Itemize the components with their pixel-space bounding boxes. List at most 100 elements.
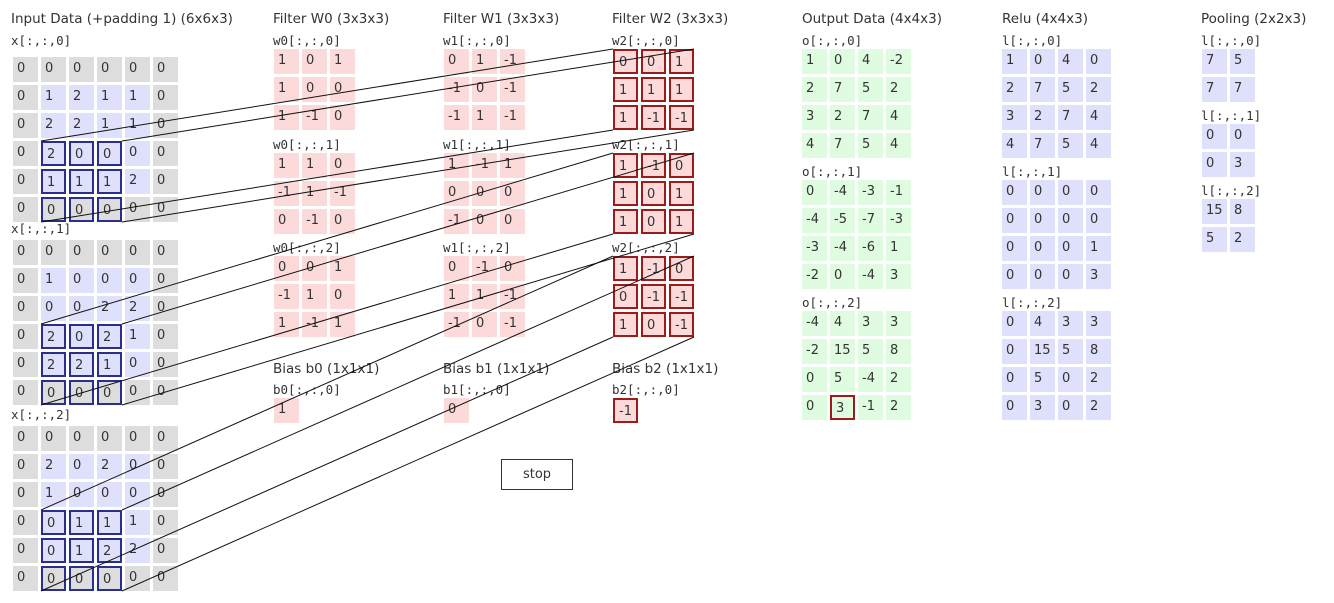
- input-cell: 0: [13, 482, 38, 507]
- relu-cell: 0: [1002, 367, 1027, 392]
- filter-cell: 1: [444, 284, 469, 309]
- filter-cell: 0: [330, 77, 355, 102]
- pooling-slice-label: l[:,:,1]: [1201, 108, 1262, 123]
- input-cell: 1: [69, 169, 94, 194]
- relu-cell: 0: [1058, 208, 1083, 233]
- input-cell: 0: [13, 85, 38, 110]
- filter-cell: 0: [669, 256, 694, 281]
- relu-cell: 0: [1002, 311, 1027, 336]
- relu-slice-label: l[:,:,2]: [1002, 295, 1063, 310]
- filter-cell: -1: [641, 284, 666, 309]
- input-cell: 1: [97, 113, 122, 138]
- connection-line: [121, 48, 695, 142]
- pooling-cell: 5: [1230, 49, 1255, 74]
- stop-button[interactable]: stop: [501, 459, 573, 490]
- relu-cell: 5: [1058, 339, 1083, 364]
- input-cell: 0: [41, 296, 66, 321]
- input-cell: 0: [153, 352, 178, 377]
- filter-cell: 1: [274, 105, 299, 130]
- input-cell: 0: [125, 566, 150, 591]
- pooling-cell: 15: [1202, 199, 1227, 224]
- relu-cell: 0: [1030, 236, 1055, 261]
- input-cell: 0: [153, 296, 178, 321]
- output-cell: 7: [858, 105, 883, 130]
- output-cell: 2: [886, 77, 911, 102]
- filter-cell: -1: [669, 105, 694, 130]
- relu-cell: 2: [1086, 77, 1111, 102]
- input-cell: 1: [97, 352, 122, 377]
- input-cell: 2: [41, 352, 66, 377]
- input-cell: 0: [97, 426, 122, 451]
- input-cell: 0: [153, 510, 178, 535]
- input-cell: 0: [125, 380, 150, 405]
- input-cell: 0: [97, 57, 122, 82]
- filter-cell: 0: [500, 256, 525, 281]
- input-cell: 0: [41, 380, 66, 405]
- pooling-cell: 5: [1202, 227, 1227, 252]
- filter-cell: 0: [641, 312, 666, 337]
- input-cell: 0: [97, 566, 122, 591]
- input-cell: 0: [97, 197, 122, 222]
- relu-cell: 1: [1002, 49, 1027, 74]
- filter-cell: 0: [669, 153, 694, 178]
- input-cell: 2: [125, 169, 150, 194]
- output-cell: 4: [858, 49, 883, 74]
- input-cell: 2: [69, 352, 94, 377]
- relu-cell: 2: [1086, 367, 1111, 392]
- filter-cell: -1: [641, 105, 666, 130]
- input-cell: 1: [125, 510, 150, 535]
- relu-cell: 3: [1002, 105, 1027, 130]
- output-cell: 3: [858, 311, 883, 336]
- input-cell: 0: [69, 57, 94, 82]
- input-cell: 2: [69, 113, 94, 138]
- filter-cell: -1: [444, 209, 469, 234]
- output-cell: -2: [802, 264, 827, 289]
- input-cell: 2: [97, 454, 122, 479]
- output-cell: -1: [858, 395, 883, 420]
- filter-title: Filter W2 (3x3x3): [612, 11, 729, 27]
- input-cell: 0: [125, 197, 150, 222]
- filter-cell: -1: [444, 77, 469, 102]
- input-cell: 0: [69, 240, 94, 265]
- output-slice-label: o[:,:,2]: [802, 295, 863, 310]
- input-cell: 0: [41, 197, 66, 222]
- output-cell: 0: [802, 367, 827, 392]
- filter-cell: -1: [641, 153, 666, 178]
- bias-label: b1[:,:,0]: [443, 382, 511, 397]
- input-cell: 0: [13, 57, 38, 82]
- filter-cell: 0: [641, 181, 666, 206]
- relu-cell: 2: [1002, 77, 1027, 102]
- pooling-slice-label: l[:,:,2]: [1201, 183, 1262, 198]
- relu-cell: 4: [1086, 105, 1111, 130]
- relu-cell: 15: [1030, 339, 1055, 364]
- output-cell: 5: [858, 339, 883, 364]
- filter-cell: 0: [444, 256, 469, 281]
- input-cell: 1: [41, 169, 66, 194]
- filter-cell: 1: [613, 181, 638, 206]
- filter-cell: -1: [274, 284, 299, 309]
- filter-cell: 0: [302, 256, 327, 281]
- output-cell: -3: [858, 180, 883, 205]
- input-cell: 0: [13, 510, 38, 535]
- input-cell: 0: [153, 169, 178, 194]
- filter-cell: -1: [500, 312, 525, 337]
- input-cell: 0: [41, 57, 66, 82]
- filter-cell: -1: [330, 181, 355, 206]
- connection-line: [121, 129, 695, 223]
- filter-cell: 0: [613, 49, 638, 74]
- input-cell: 0: [13, 454, 38, 479]
- filter-cell: 1: [669, 77, 694, 102]
- input-cell: 1: [125, 324, 150, 349]
- input-cell: 0: [69, 296, 94, 321]
- relu-cell: 8: [1086, 339, 1111, 364]
- output-cell: 15: [830, 339, 855, 364]
- relu-cell: 7: [1030, 133, 1055, 158]
- input-cell: 1: [41, 268, 66, 293]
- input-cell: 0: [153, 482, 178, 507]
- output-cell: -4: [858, 367, 883, 392]
- filter-cell: -1: [472, 256, 497, 281]
- input-cell: 0: [153, 268, 178, 293]
- filter-slice-label: w0[:,:,2]: [273, 240, 341, 255]
- relu-title: Relu (4x4x3): [1002, 11, 1088, 27]
- relu-cell: 3: [1030, 395, 1055, 420]
